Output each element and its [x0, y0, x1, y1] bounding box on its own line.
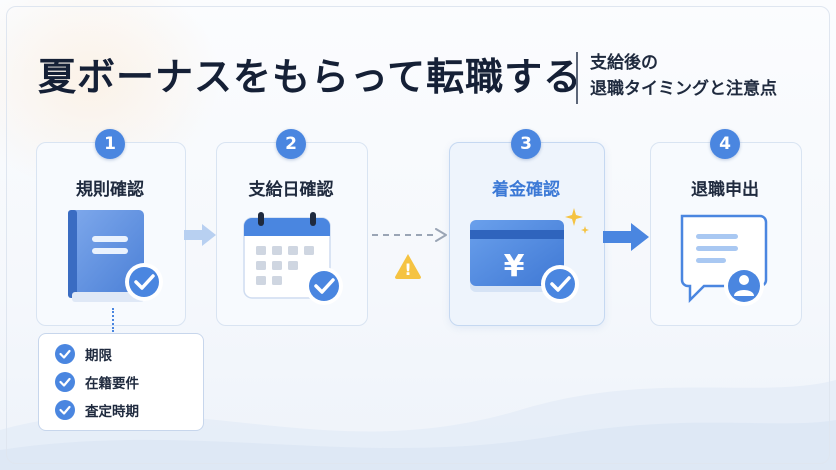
card-check-icon: ¥	[470, 208, 589, 303]
background-wave	[0, 380, 836, 470]
calendar-check-icon	[243, 212, 343, 305]
subtitle-line-2: 退職タイミングと注意点	[590, 79, 777, 99]
arrow-right-bold-icon	[603, 223, 649, 251]
step-label-2: 支給日確認	[248, 180, 334, 200]
arrow-right-icon	[184, 224, 216, 246]
chat-person-icon	[680, 214, 768, 306]
step-label-4: 退職申出	[691, 180, 759, 200]
step-number-1: 1	[95, 129, 125, 159]
page-title: 夏ボーナスをもらって転職する	[38, 55, 583, 99]
checklist-label: 査定時期	[85, 404, 139, 420]
step-number-4: 4	[710, 129, 740, 159]
checklist-box: 期限 在籍要件 査定時期	[38, 333, 204, 431]
check-icon	[55, 400, 75, 420]
step-label-3: 着金確認	[492, 180, 560, 200]
page-subtitle: 支給後の 退職タイミングと注意点	[590, 50, 777, 102]
warning-icon: !	[395, 254, 421, 279]
dashed-arrow-icon	[372, 228, 447, 242]
check-icon	[55, 344, 75, 364]
checklist-item: 在籍要件	[55, 372, 139, 392]
outer-frame	[6, 6, 830, 464]
warning-mark: !	[404, 260, 411, 279]
check-icon	[55, 372, 75, 392]
title-divider	[576, 52, 578, 104]
checklist-item: 査定時期	[55, 400, 139, 420]
step-number-3: 3	[511, 129, 541, 159]
checklist-item: 期限	[55, 344, 112, 364]
yen-symbol: ¥	[504, 249, 525, 284]
checklist-label: 期限	[85, 348, 112, 364]
step-label-1: 規則確認	[76, 180, 144, 200]
step-number-2: 2	[276, 129, 306, 159]
book-check-icon	[68, 210, 163, 302]
checklist-label: 在籍要件	[85, 376, 139, 392]
checklist-connector	[112, 308, 114, 332]
subtitle-line-1: 支給後の	[590, 53, 658, 73]
